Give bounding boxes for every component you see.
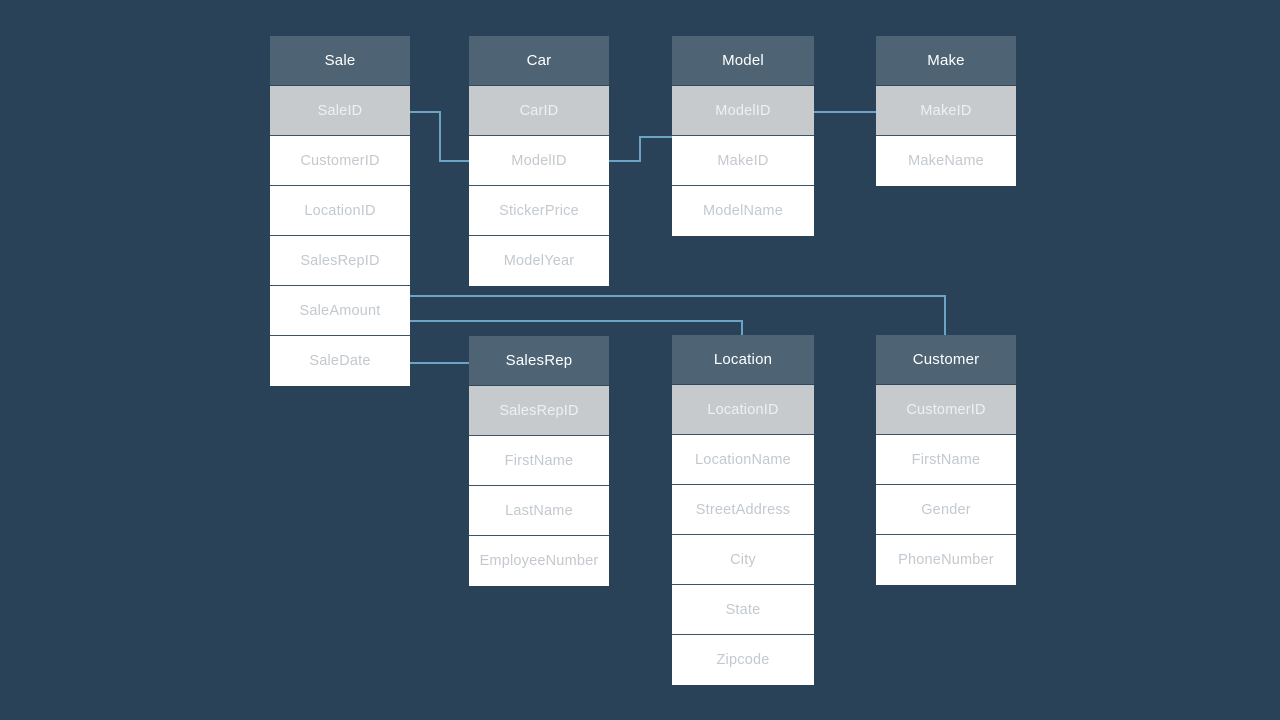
- entity-header-sale: Sale: [270, 36, 410, 86]
- field-location-city[interactable]: City: [672, 535, 814, 585]
- relationship-car-to-model: [609, 136, 672, 162]
- field-location-locationname[interactable]: LocationName: [672, 435, 814, 485]
- field-make-makename[interactable]: MakeName: [876, 136, 1016, 186]
- field-customer-firstname[interactable]: FirstName: [876, 435, 1016, 485]
- field-make-makeid[interactable]: MakeID: [876, 86, 1016, 136]
- field-sale-customerid[interactable]: CustomerID: [270, 136, 410, 186]
- field-customer-gender[interactable]: Gender: [876, 485, 1016, 535]
- field-model-modelid[interactable]: ModelID: [672, 86, 814, 136]
- relationship-sale-to-location: [410, 320, 743, 335]
- field-salesrep-salesrepid[interactable]: SalesRepID: [469, 386, 609, 436]
- field-sale-salesrepid[interactable]: SalesRepID: [270, 236, 410, 286]
- field-car-modelid[interactable]: ModelID: [469, 136, 609, 186]
- entity-header-car: Car: [469, 36, 609, 86]
- field-location-locationid[interactable]: LocationID: [672, 385, 814, 435]
- field-location-state[interactable]: State: [672, 585, 814, 635]
- field-location-streetaddress[interactable]: StreetAddress: [672, 485, 814, 535]
- field-model-modelname[interactable]: ModelName: [672, 186, 814, 236]
- field-sale-saleamount[interactable]: SaleAmount: [270, 286, 410, 336]
- relationship-sale-to-customer: [410, 295, 946, 335]
- field-salesrep-lastname[interactable]: LastName: [469, 486, 609, 536]
- field-sale-saledate[interactable]: SaleDate: [270, 336, 410, 386]
- field-salesrep-firstname[interactable]: FirstName: [469, 436, 609, 486]
- entity-header-customer: Customer: [876, 335, 1016, 385]
- entity-header-location: Location: [672, 335, 814, 385]
- field-car-stickerprice[interactable]: StickerPrice: [469, 186, 609, 236]
- field-sale-locationid[interactable]: LocationID: [270, 186, 410, 236]
- field-car-carid[interactable]: CarID: [469, 86, 609, 136]
- field-location-zipcode[interactable]: Zipcode: [672, 635, 814, 685]
- field-customer-phonenumber[interactable]: PhoneNumber: [876, 535, 1016, 585]
- entity-header-make: Make: [876, 36, 1016, 86]
- entity-header-model: Model: [672, 36, 814, 86]
- field-model-makeid[interactable]: MakeID: [672, 136, 814, 186]
- field-car-modelyear[interactable]: ModelYear: [469, 236, 609, 286]
- field-sale-saleid[interactable]: SaleID: [270, 86, 410, 136]
- field-customer-customerid[interactable]: CustomerID: [876, 385, 1016, 435]
- entity-header-salesrep: SalesRep: [469, 336, 609, 386]
- relationship-sale-to-car: [410, 111, 469, 162]
- field-salesrep-employeenumber[interactable]: EmployeeNumber: [469, 536, 609, 586]
